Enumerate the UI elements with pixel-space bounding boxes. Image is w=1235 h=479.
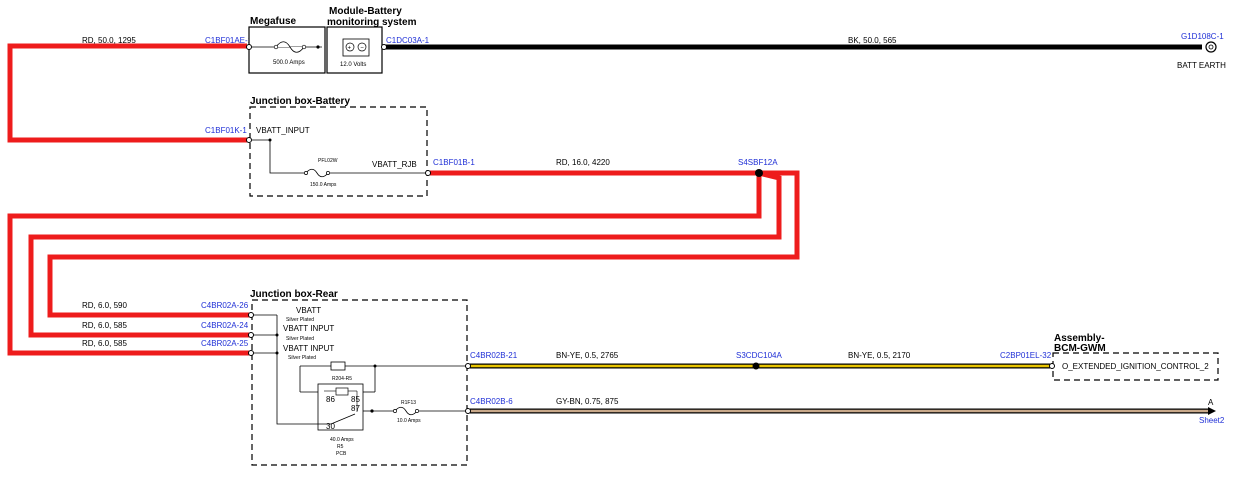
offsheet-letter: A — [1208, 398, 1214, 407]
jb-battery-fuse-icon — [305, 168, 329, 178]
svg-text:+: + — [348, 46, 352, 52]
megafuse-box[interactable] — [248, 26, 326, 74]
terminal-c2bp01el32[interactable] — [1049, 363, 1055, 369]
fuse-r1f13-name: R1F13 — [401, 400, 416, 406]
jb-battery-fuse-rating: 150.0 Amps — [310, 182, 337, 188]
megafuse-title: Megafuse — [250, 16, 297, 27]
splice-node-s3cdc104a[interactable] — [752, 362, 760, 370]
connector-c4br02b21: C4BR02B-21 — [470, 351, 518, 360]
terminal-c4br02a24[interactable] — [248, 332, 254, 338]
wire-rd-6-590[interactable] — [7, 173, 762, 356]
relay-pin-85: 85 — [351, 395, 360, 404]
terminal-c1bf01ae[interactable] — [246, 44, 252, 50]
wire-label-w3: RD, 16.0, 4220 — [556, 158, 610, 167]
relay-coil-icon — [335, 387, 349, 396]
connector-c2bp01el32: C2BP01EL-32 — [1000, 351, 1052, 360]
terminal-c1bf01b[interactable] — [425, 170, 431, 176]
connector-c4br02a25: C4BR02A-25 — [201, 339, 249, 348]
connector-c4br02a24: C4BR02A-24 — [201, 321, 249, 330]
jb-battery-fuse-name: PFL02W — [318, 158, 338, 164]
battery-title-line1: Module-Battery — [329, 6, 402, 17]
terminal-c4br02a25[interactable] — [248, 350, 254, 356]
relay-pin-30: 30 — [326, 422, 335, 431]
jb-rear-vbatt-input1: VBATT INPUT — [283, 324, 334, 333]
jb-battery-vbatt-rjb: VBATT_RJB — [372, 160, 417, 169]
bcm-title-line1: Assembly- — [1054, 333, 1105, 344]
jb-rear-silver1: Silver Plated — [286, 317, 314, 323]
terminal-c4br02b6[interactable] — [465, 408, 471, 414]
wire-label-w9: GY-BN, 0.75, 875 — [556, 397, 619, 406]
offsheet-sheet[interactable]: Sheet2 — [1199, 416, 1225, 425]
megafuse-rating: 500.0 Amps — [273, 60, 305, 66]
resistor-r204 — [330, 361, 346, 371]
jb-rear-vbatt: VBATT — [296, 306, 321, 315]
relay-pin-86: 86 — [326, 395, 335, 404]
wire-label-w2: BK, 50.0, 565 — [848, 36, 897, 45]
splice-s3cdc104a: S3CDC104A — [736, 351, 782, 360]
wire-rd-6-585-a[interactable] — [28, 170, 782, 338]
svg-text:−: − — [360, 46, 364, 52]
jb-battery-title: Junction box-Battery — [250, 96, 350, 107]
terminal-c1bf01k[interactable] — [246, 137, 252, 143]
splice-s4sbf12a: S4SBF12A — [738, 158, 778, 167]
bcm-signal: O_EXTENDED_IGNITION_CONTROL_2 — [1062, 362, 1209, 371]
relay-pin-87: 87 — [351, 404, 360, 413]
connector-c1bf01b: C1BF01B-1 — [433, 158, 475, 167]
terminal-c1dc03a[interactable] — [381, 44, 387, 50]
wire-label-w5: RD, 6.0, 585 — [82, 321, 127, 330]
terminal-c4br02b21[interactable] — [465, 363, 471, 369]
connector-terminals — [246, 44, 1055, 414]
wire-label-w8: BN-YE, 0.5, 2170 — [848, 351, 911, 360]
wire-rd-50-1295[interactable] — [7, 43, 247, 143]
relay-board: PCB — [336, 451, 347, 457]
junction-box-battery[interactable] — [249, 106, 428, 197]
connector-c1bf01k: C1BF01K-1 — [205, 126, 247, 135]
wire-label-w1: RD, 50.0, 1295 — [82, 36, 136, 45]
fuse-r1f13-rating: 10.0 Amps — [397, 418, 421, 424]
connector-c4br02b6: C4BR02B-6 — [470, 397, 513, 406]
jb-rear-vbatt-input2: VBATT INPUT — [283, 344, 334, 353]
splice-node-s4sbf12a[interactable] — [755, 169, 763, 177]
wire-label-w4: RD, 6.0, 590 — [82, 301, 127, 310]
connector-c4br02a26: C4BR02A-26 — [201, 301, 249, 310]
jb-rear-silver2: Silver Plated — [286, 336, 314, 342]
relay-name: R5 — [337, 444, 344, 450]
connector-c1dc03a: C1DC03A-1 — [386, 36, 430, 45]
relay-rating: 40.0 Amps — [330, 437, 354, 443]
bcm-title-line2: BCM-GWM — [1054, 343, 1106, 354]
jb-battery-vbatt-input: VBATT_INPUT — [256, 126, 310, 135]
fuse-r1f13-icon — [394, 406, 418, 416]
terminal-c4br02a26[interactable] — [248, 312, 254, 318]
wire-label-w6: RD, 6.0, 585 — [82, 339, 127, 348]
resistor-name: R204-R5 — [332, 376, 352, 382]
ground-label: BATT EARTH — [1177, 61, 1226, 70]
relay-switch-icon — [330, 413, 356, 425]
jb-rear-silver3: Silver Plated — [288, 355, 316, 361]
megafuse-fuse-icon — [275, 41, 305, 53]
connector-g1d108c: G1D108C-1 — [1181, 32, 1224, 41]
connector-c1bf01ae: C1BF01AE-1 — [205, 36, 253, 45]
offsheet-arrow-icon[interactable] — [1208, 407, 1216, 415]
battery-title-line2: monitoring system — [327, 17, 417, 28]
battery-voltage: 12.0 Volts — [340, 62, 366, 68]
wire-rd-6-585-b[interactable] — [47, 170, 800, 318]
jb-rear-title: Junction box-Rear — [250, 289, 338, 300]
wire-label-w7: BN-YE, 0.5, 2765 — [556, 351, 619, 360]
